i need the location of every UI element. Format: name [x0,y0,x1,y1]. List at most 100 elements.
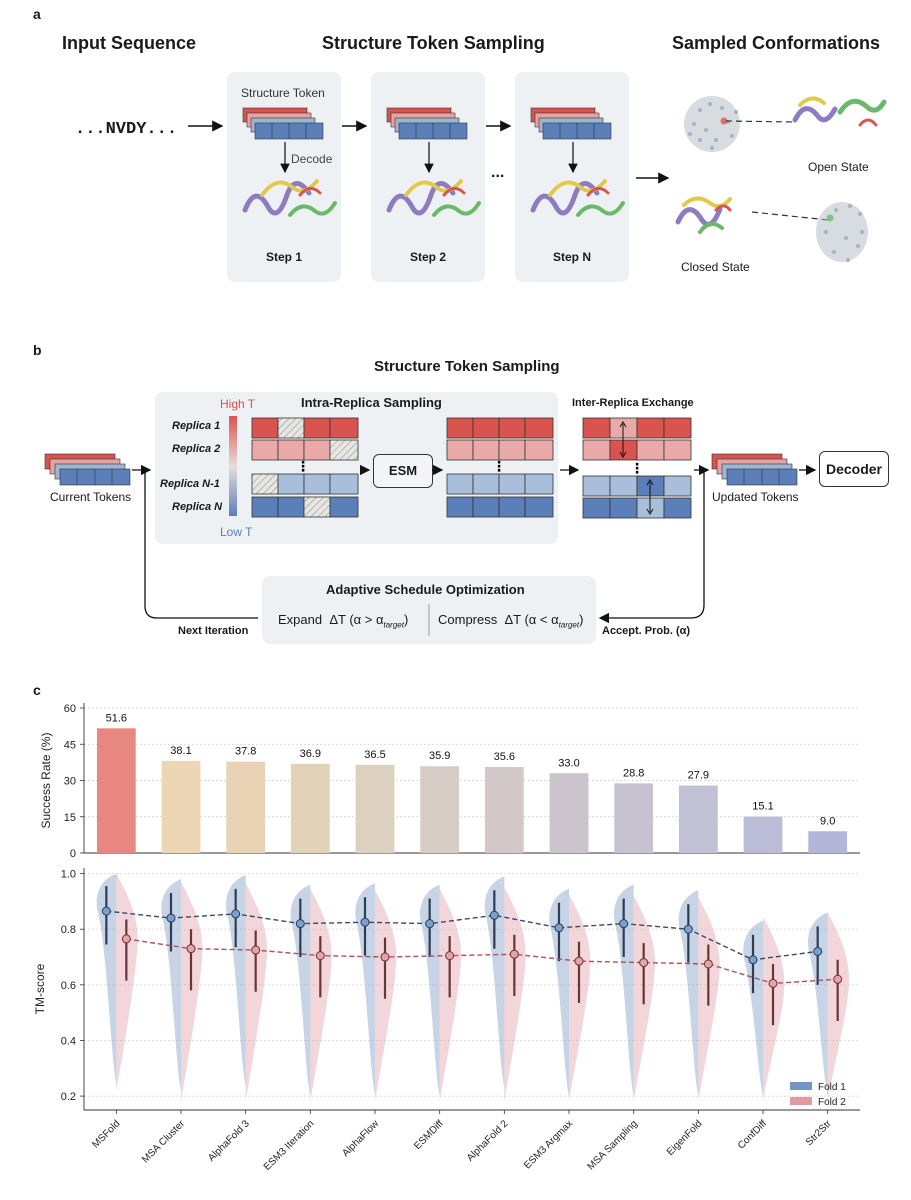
open-state-point-cloud [684,96,740,152]
step-1-label: Step 1 [265,250,302,264]
panel-b-graphics: ⋮ ⋮ ⋮ [44,416,817,636]
panel-b-title: Structure Token Sampling [374,358,560,375]
bar-value-label: 15.1 [752,801,773,813]
bar-5 [420,766,460,853]
bar-value-label: 28.8 [623,767,644,779]
violin-fold2-1 [181,881,203,1102]
legend-label: Fold 1 [818,1082,846,1093]
step-n-label: Step N [552,250,591,264]
expand-label: Expand ΔT (α > αtarget) [278,612,408,630]
bar-7 [549,773,589,853]
fold1-median-point [360,917,370,927]
step-1-box: Structure Token Decode Step 1 [227,72,341,282]
bar-value-label: 36.9 [300,748,321,760]
fold2-median-line [126,938,838,985]
bar-0 [96,728,136,853]
bar-value-label: 27.9 [688,770,709,782]
compress-label: Compress ΔT (α < αtarget) [438,612,583,630]
violin-fold1-11 [807,912,828,1097]
fold2-median-point [186,944,196,954]
exchange-grid-vellipsis: ⋮ [630,460,644,476]
violin-fold1-7 [549,888,569,1097]
current-tokens-label: Current Tokens [50,490,132,504]
expand-text: Expand ΔT (α > α [278,612,384,627]
bar-3 [290,763,330,853]
fold1-median-point [295,919,305,929]
violin-fold2-2 [245,883,268,1102]
violin-ytick-label: 0.4 [61,1035,76,1047]
fold1-median-point [231,909,241,919]
open-state-protein [792,96,887,127]
output-replica-grid [446,417,554,518]
input-sequence-text: ...NVDY... [75,120,178,139]
fold2-median-point [445,951,455,961]
violin-fold2-0 [116,873,138,1092]
bar-value-label: 51.6 [106,712,127,724]
violin-xtick-label: ConfDiff [736,1118,769,1151]
bar-ytick-label: 30 [64,776,76,788]
violin-xtick-label: MSA Cluster [140,1118,188,1166]
fold1-median-point [683,924,693,934]
exchange-grid [582,417,692,519]
bar-ytick-label: 0 [70,848,76,860]
panel-a-letter: a [33,6,41,22]
bar-value-label: 37.8 [235,746,256,758]
output-grid-vellipsis: ⋮ [492,458,506,474]
protein-structure-step-1 [242,179,337,217]
violin-xtick-label: Str2Str [804,1118,834,1148]
fold2-median-point [380,952,390,962]
bar-8 [614,783,654,853]
replica-1-label: Replica 1 [172,420,221,432]
input-sequence-title: Input Sequence [62,33,197,53]
fold1-median-point [166,913,176,923]
step-2-box: Step 2 [371,72,485,282]
violin-xtick-label: ESM3 Iteration [262,1118,317,1173]
violin-xtick-label: ESM3 Argmax [522,1118,575,1171]
panel-b-letter: b [33,342,42,358]
violin-fold1-8 [613,884,634,1097]
inter-replica-title: Inter-Replica Exchange [572,397,694,409]
violin-xtick-label: ESMDiff [412,1118,446,1152]
compress-close-paren: ) [579,612,584,627]
token-stack-step-n [530,107,612,140]
violin-fold1-6 [484,876,505,1088]
bar-1 [161,760,201,853]
bar-2 [226,761,266,853]
fold2-median-point [574,956,584,966]
fold2-median-point [833,974,843,984]
input-grid-vellipsis: ⋮ [296,458,310,474]
closed-state-point-cloud [816,202,868,262]
fold1-median-point [813,946,823,956]
open-state-label: Open State [808,160,869,174]
violin-fold1-1 [161,879,181,1091]
legend-label: Fold 2 [818,1097,846,1108]
bar-10 [743,816,783,853]
fold1-median-point [619,919,629,929]
fold2-median-point [639,958,649,968]
temperature-gradient-bar [229,416,237,516]
compress-target-sub: target [558,620,580,630]
fold1-median-point [425,919,435,929]
violin-fold1-3 [290,884,311,1097]
token-stack-step-1 [242,107,324,140]
bar-ytick-label: 15 [64,812,76,824]
violin-fold1-2 [225,874,246,1087]
fold2-median-point [251,945,261,955]
steps-ellipsis: ... [491,164,505,181]
intra-replica-title: Intra-Replica Sampling [301,395,442,410]
adaptive-schedule-title: Adaptive Schedule Optimization [326,582,525,597]
replica-n-label: Replica N [172,501,223,513]
violin-ytick-label: 0.2 [61,1091,76,1103]
bar-value-label: 38.1 [170,745,191,757]
replica-n-1-label: Replica N-1 [160,478,220,490]
accept-prob-label: Accept. Prob. (α) [602,625,691,637]
structure-token-label: Structure Token [241,86,325,100]
fold1-median-point [489,910,499,920]
panel-c-letter: c [33,682,41,698]
violin-xtick-label: MSA Sampling [586,1118,640,1172]
legend-swatch [790,1082,812,1090]
updated-tokens-label: Updated Tokens [712,490,799,504]
violin-ytick-label: 1.0 [61,869,76,881]
